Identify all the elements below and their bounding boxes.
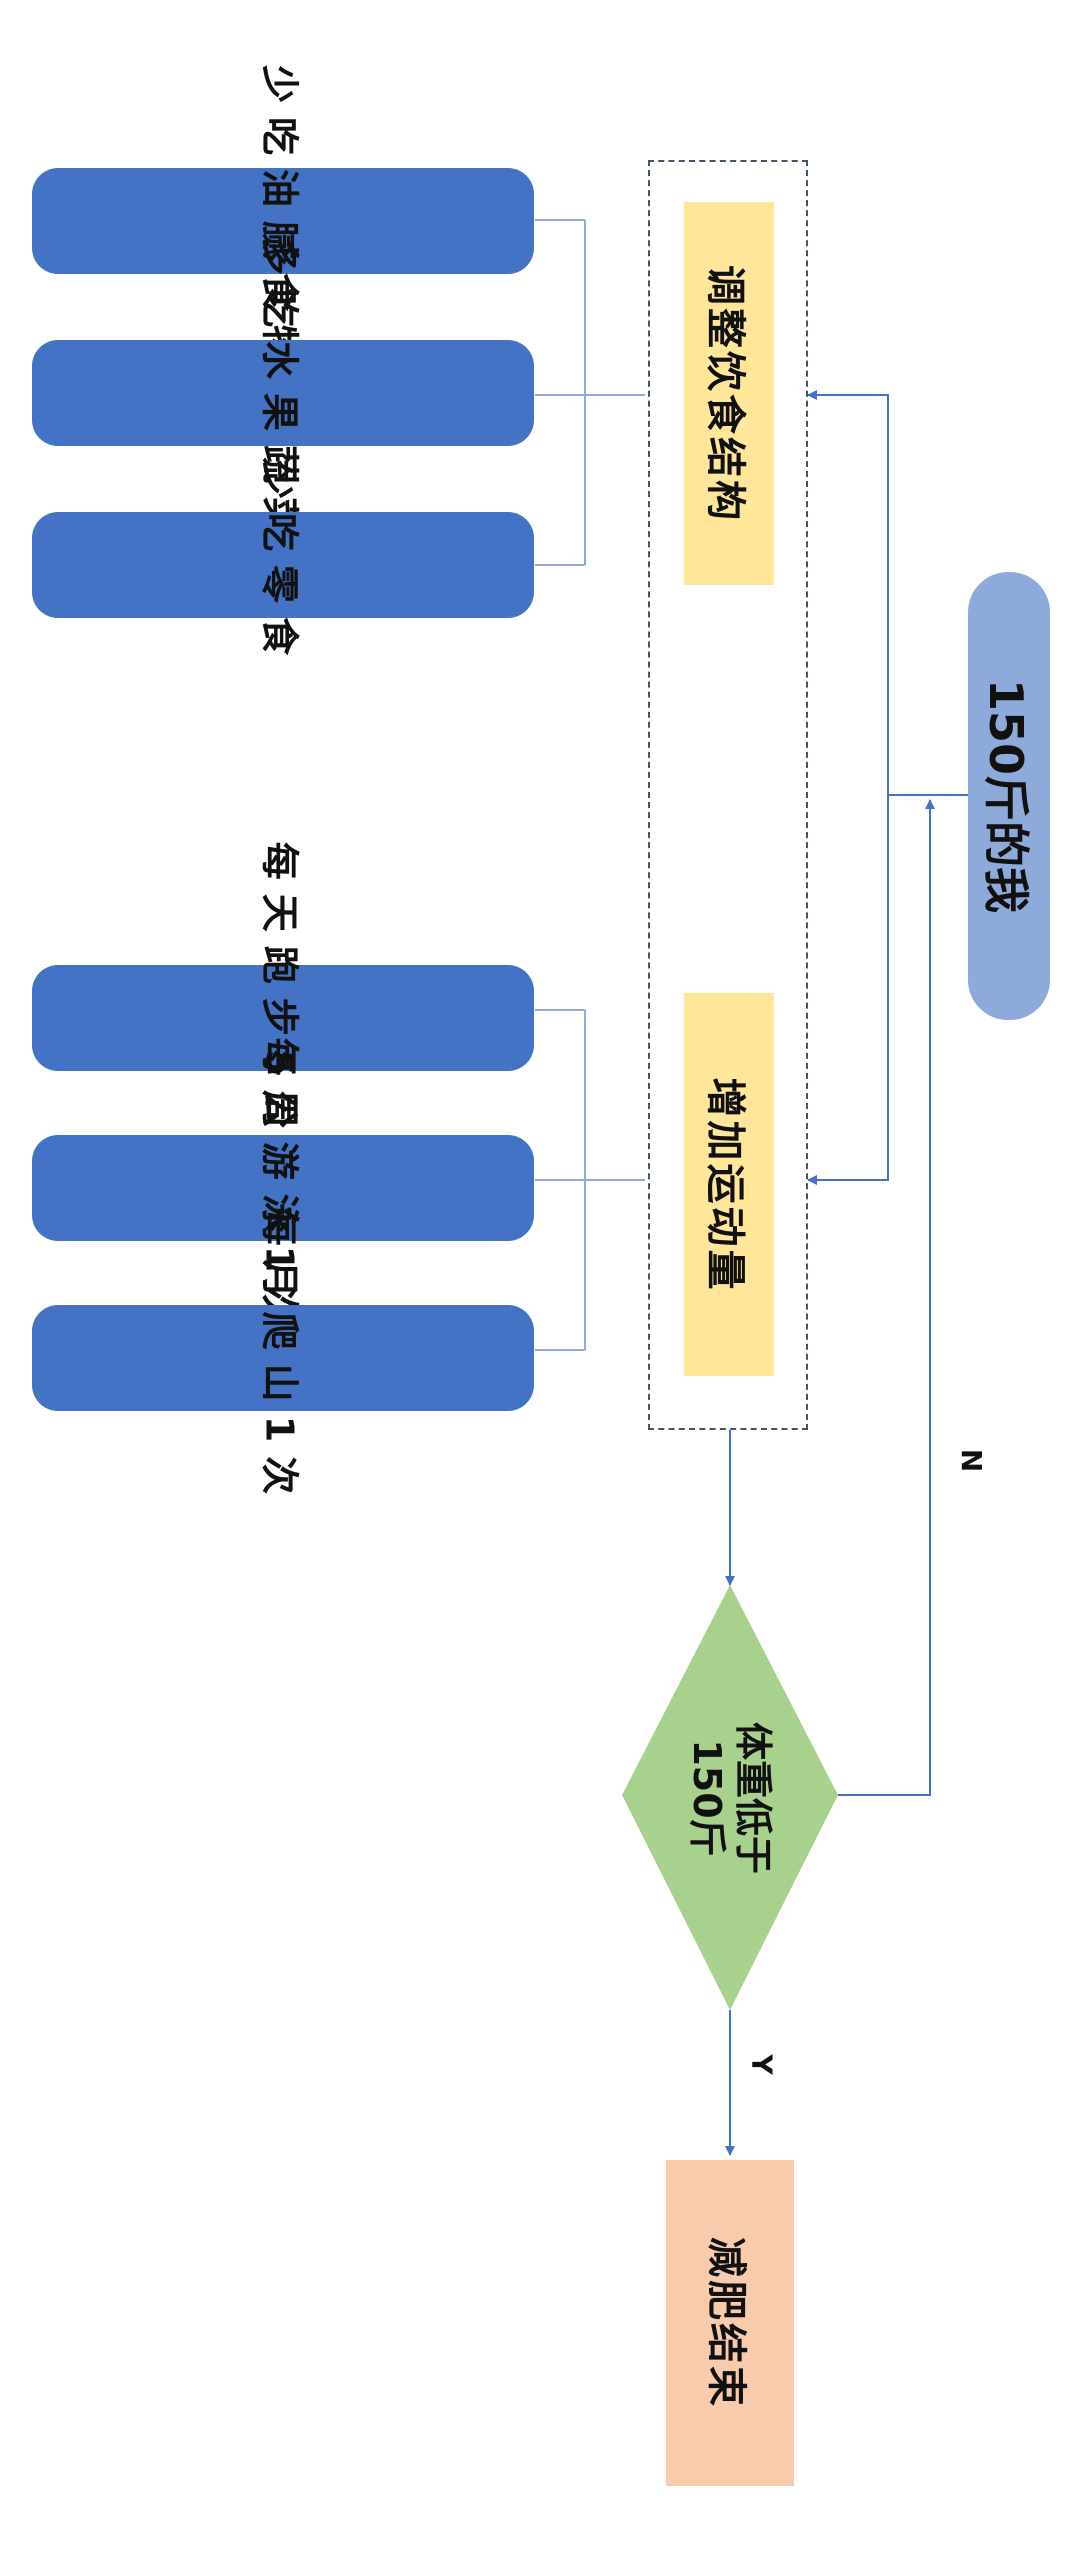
end-node-label: 减肥结束 xyxy=(703,2237,749,2409)
start-node-label: 150斤的我 xyxy=(979,678,1033,914)
end-node: 减肥结束 xyxy=(666,2160,794,2486)
exercise-item: 每周游泳1次 xyxy=(32,1038,534,1338)
actions-group xyxy=(648,160,808,1430)
exercise-item: 每月爬山1次 xyxy=(32,1208,534,1508)
diet-item: 少吃零食 xyxy=(32,461,534,669)
decision-diamond xyxy=(622,1585,838,2010)
diet-step-label: 调整饮食结构 xyxy=(702,264,748,523)
connector-exercise-items xyxy=(535,1009,645,1351)
start-node: 150斤的我 xyxy=(968,572,1050,1020)
connector-start-to-exercise xyxy=(807,795,889,1185)
decision-node: 体重低于 150斤 xyxy=(622,1585,838,2010)
diet-item: 少吃油腻食物 xyxy=(32,65,534,377)
exercise-item: 每天跑步5公里 xyxy=(32,842,534,1194)
edge-label-no: N xyxy=(955,1448,989,1473)
diet-item-label: 少吃零食 xyxy=(257,460,302,670)
decision-label-line1: 体重低于 xyxy=(731,1721,775,1874)
decision-label-line2: 150斤 xyxy=(685,1738,729,1857)
decision-label: 体重低于 150斤 xyxy=(684,1721,776,1873)
exercise-step: 增加运动量 xyxy=(684,993,774,1376)
connector-diet-items xyxy=(535,219,645,566)
connector-start-to-steps xyxy=(807,390,968,796)
exercise-step-label: 增加运动量 xyxy=(702,1077,748,1292)
diet-item: 多吃水果蔬菜 xyxy=(32,237,534,549)
connector-decision-no xyxy=(838,799,935,1796)
exercise-item-label: 每月爬山1次 xyxy=(257,1207,302,1509)
edge-label-yes: Y xyxy=(745,2054,779,2075)
diet-step: 调整饮食结构 xyxy=(684,202,774,585)
